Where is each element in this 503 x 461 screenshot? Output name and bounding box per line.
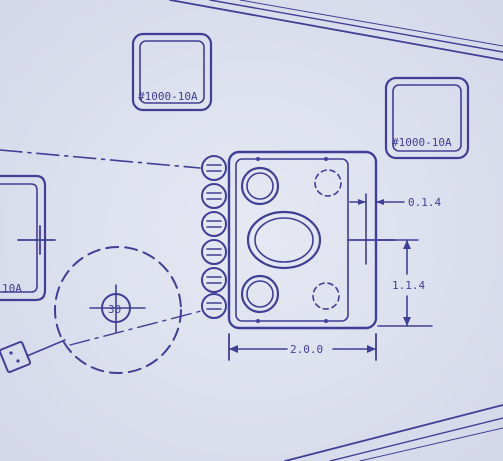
box-right-label: #1000-10A [392, 136, 452, 149]
dimension-offset: 0.1.4 [349, 193, 441, 265]
dimension-offset-label: 0.1.4 [408, 196, 441, 209]
terminal-column [201, 155, 227, 319]
box-right: #1000-10A [384, 76, 470, 160]
dashed-circle: 30 [54, 246, 206, 374]
center-line-left [0, 149, 201, 169]
dimension-width: 2.0.0 [228, 333, 377, 361]
circle-label: 30 [108, 303, 121, 316]
dimension-height: 1.1.4 [377, 239, 433, 327]
box-left-partial: 10A [0, 174, 56, 302]
dimension-width-label: 2.0.0 [290, 343, 323, 356]
dimension-height-label: 1.1.4 [392, 279, 425, 292]
sheet-diagonal-lines [169, 0, 503, 461]
box-top-left-label: #1000-10A [138, 90, 198, 103]
box-left-partial-label: 10A [2, 282, 22, 295]
box-top-left: #1000-10A [131, 32, 213, 112]
small-bracket [0, 339, 66, 374]
